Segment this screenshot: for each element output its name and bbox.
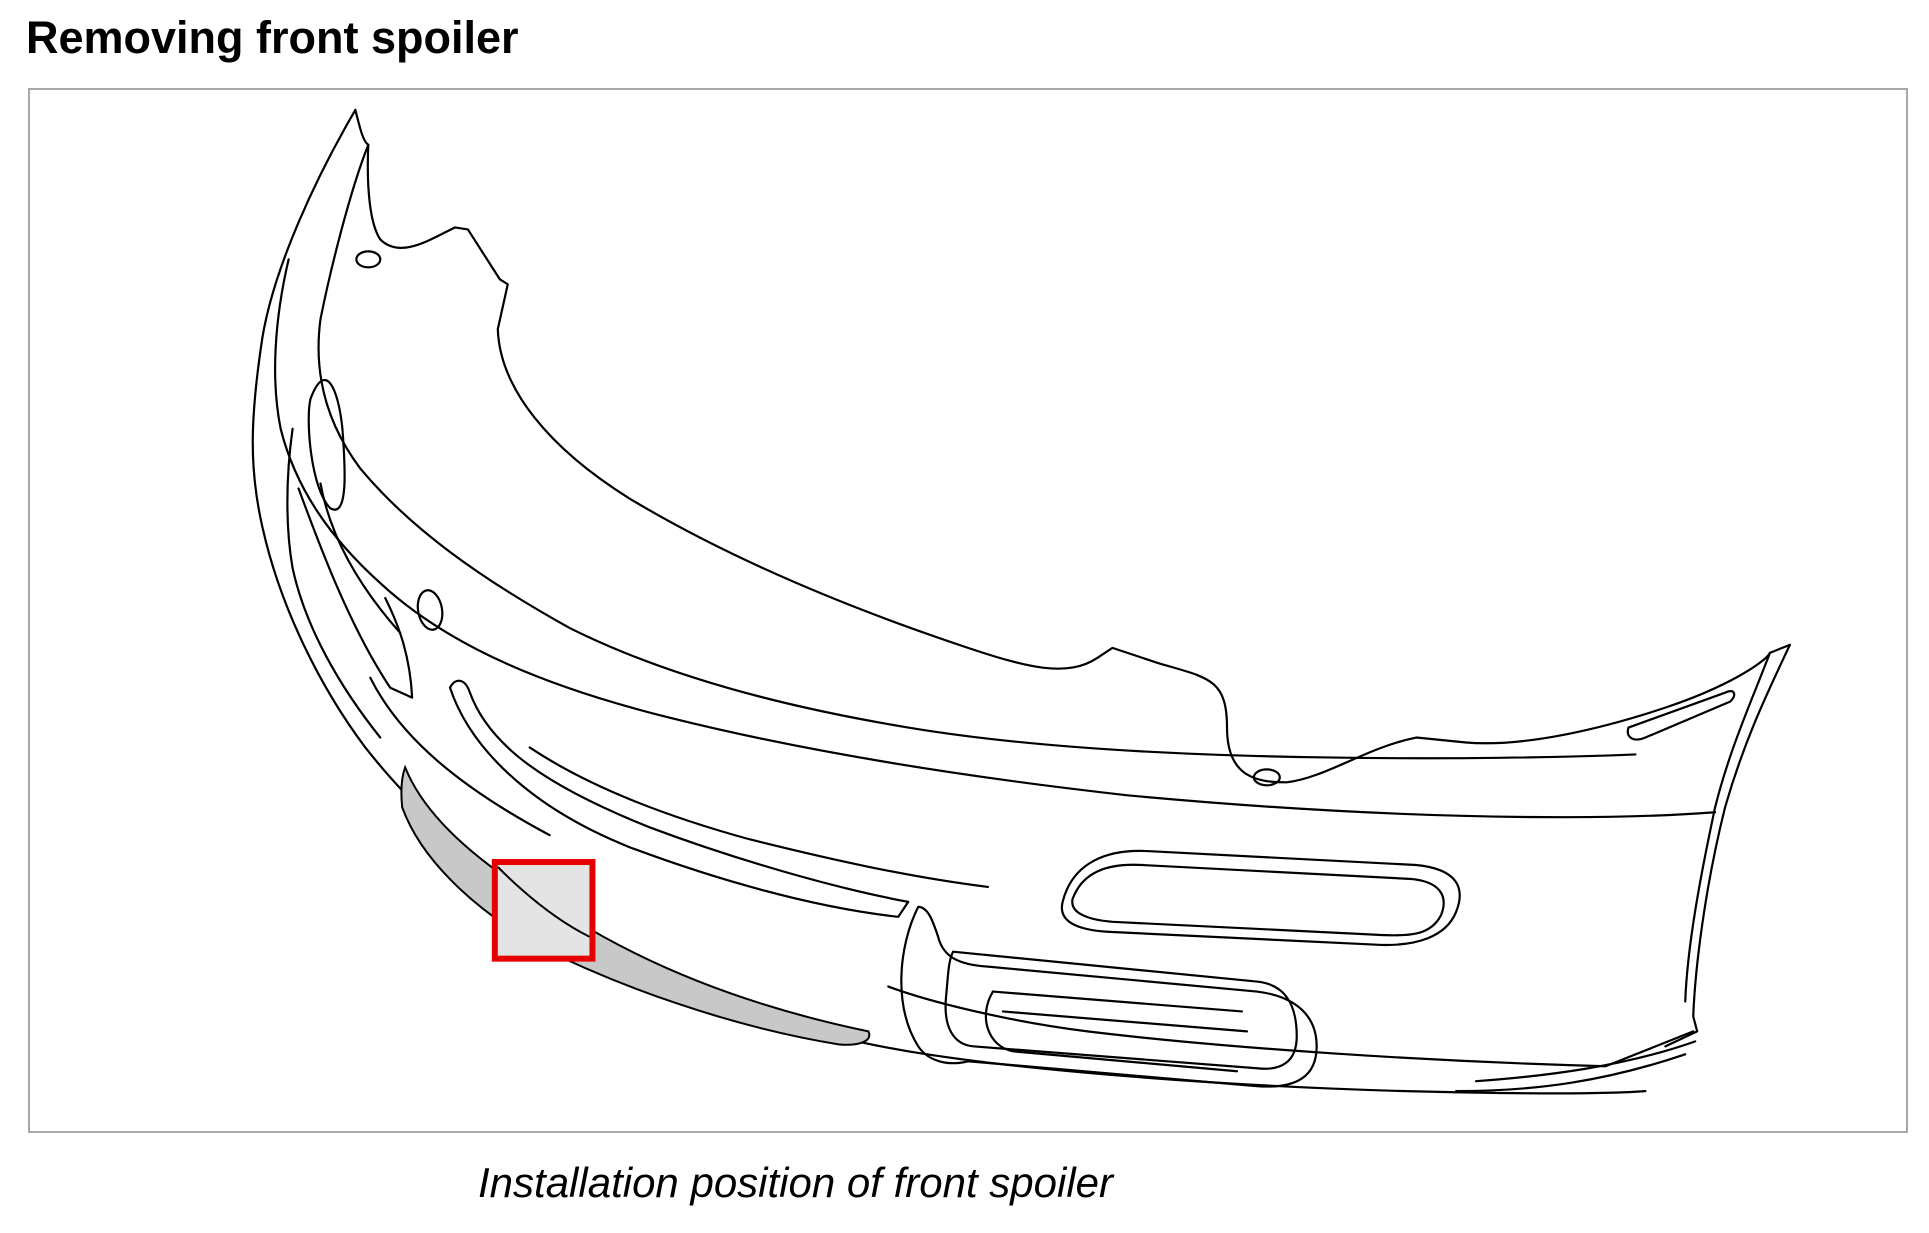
- bumper-right-side: [1664, 643, 1791, 1048]
- left-air-intake: [448, 679, 910, 918]
- figure-caption: Installation position of front spoiler: [478, 1159, 1114, 1206]
- front-spoiler-lip: [400, 764, 871, 1046]
- bumper-inner-rim: [317, 143, 1637, 760]
- bumper-upper-edge: [354, 108, 1791, 784]
- bumper-outer-rim: [251, 108, 1647, 1095]
- bumper-mid-line: [274, 258, 1717, 819]
- page-title: Removing front spoiler: [26, 12, 519, 63]
- tow-hook-cover: [416, 589, 444, 631]
- figure-frame: [28, 88, 1908, 1133]
- right-side-marker: [1626, 690, 1736, 741]
- fog-lamp-opening: [1060, 849, 1461, 947]
- front-bumper-illustration: [251, 108, 1791, 1095]
- installation-highlight-box: [491, 859, 596, 962]
- center-intake: [900, 905, 1318, 1088]
